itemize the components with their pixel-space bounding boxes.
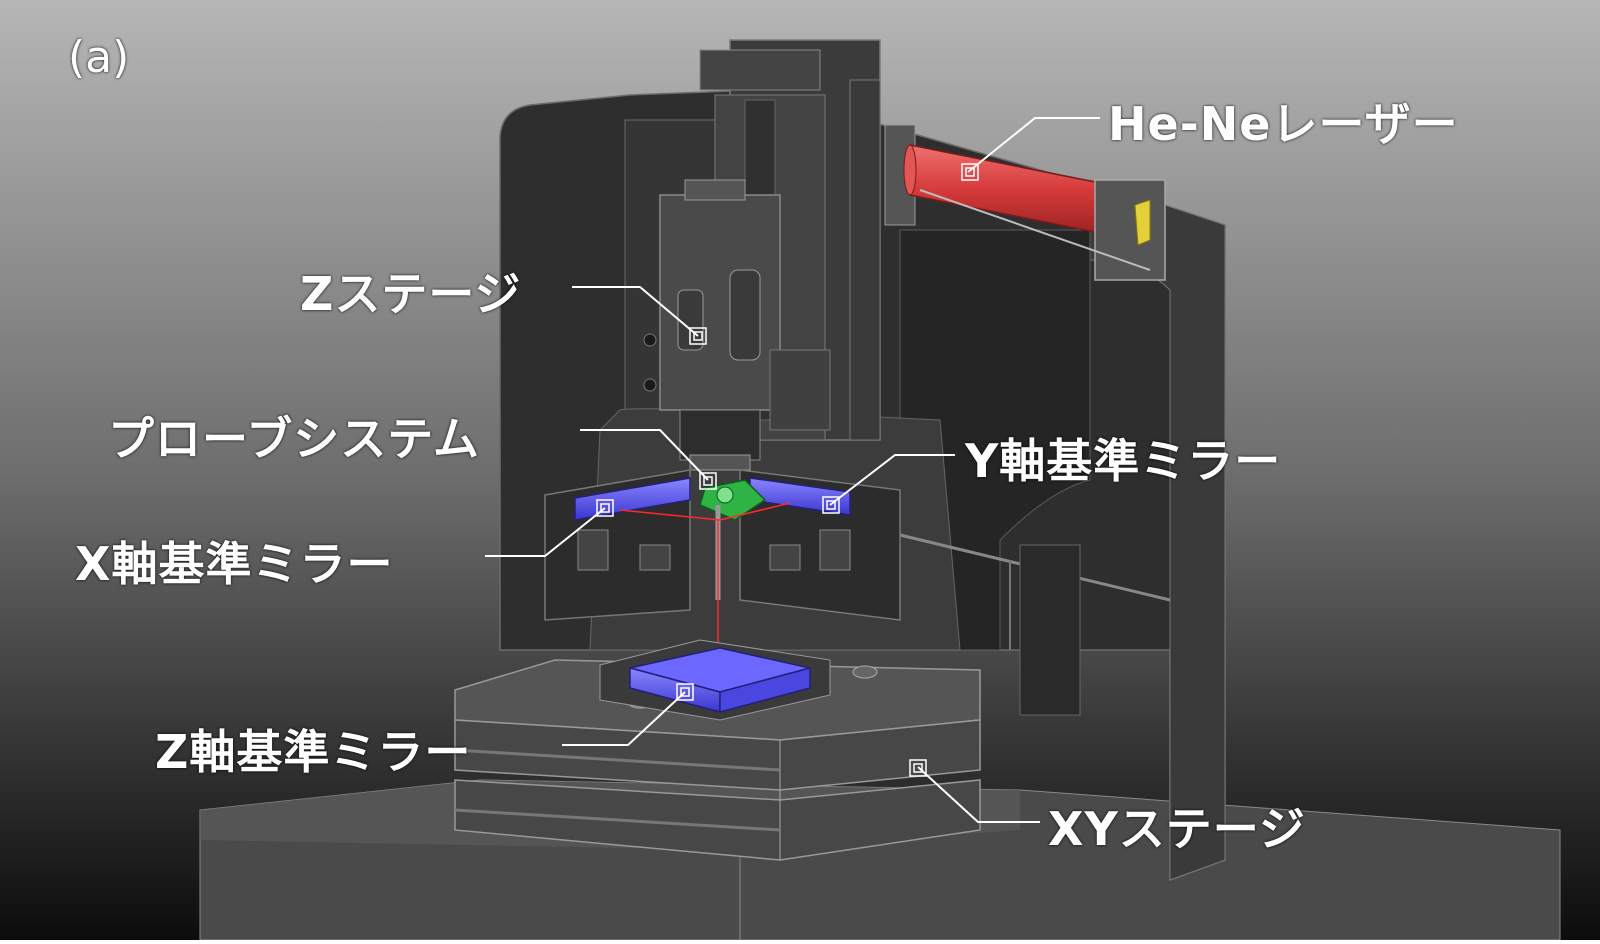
target-marker-icon — [596, 499, 614, 517]
leader-lines — [485, 117, 1100, 823]
target-marker-icon — [961, 163, 979, 181]
label-x-axis-mirror: X軸基準ミラー — [75, 537, 394, 591]
target-marker-icon — [699, 472, 717, 490]
leader-x-mirror — [485, 507, 606, 557]
leader-laser — [967, 117, 1100, 173]
laser-beams — [619, 502, 791, 655]
xy-stage — [454, 639, 981, 861]
leader-xy-stage — [917, 766, 1040, 823]
leader-y-mirror — [829, 454, 955, 506]
label-he-ne-laser: He-Neレーザー — [1108, 97, 1459, 151]
label-z-axis-mirror: Z軸基準ミラー — [155, 725, 472, 779]
label-y-axis-mirror: Y軸基準ミラー — [965, 434, 1282, 488]
target-marker-icon — [822, 496, 840, 514]
target-marker-icon — [909, 759, 927, 777]
leader-z-mirror — [562, 691, 686, 746]
laser-tube — [884, 124, 1166, 281]
leader-probe — [580, 429, 709, 481]
target-markers — [596, 163, 979, 777]
panel-label: (a) — [68, 32, 130, 83]
label-z-stage: Zステージ — [300, 267, 522, 321]
target-marker-icon — [689, 327, 707, 345]
leader-z-stage — [572, 286, 699, 337]
z-stage-column — [659, 39, 881, 471]
target-marker-icon — [676, 683, 694, 701]
label-xy-stage: XYステージ — [1048, 802, 1306, 856]
label-probe-system: プローブシステム — [108, 412, 480, 466]
